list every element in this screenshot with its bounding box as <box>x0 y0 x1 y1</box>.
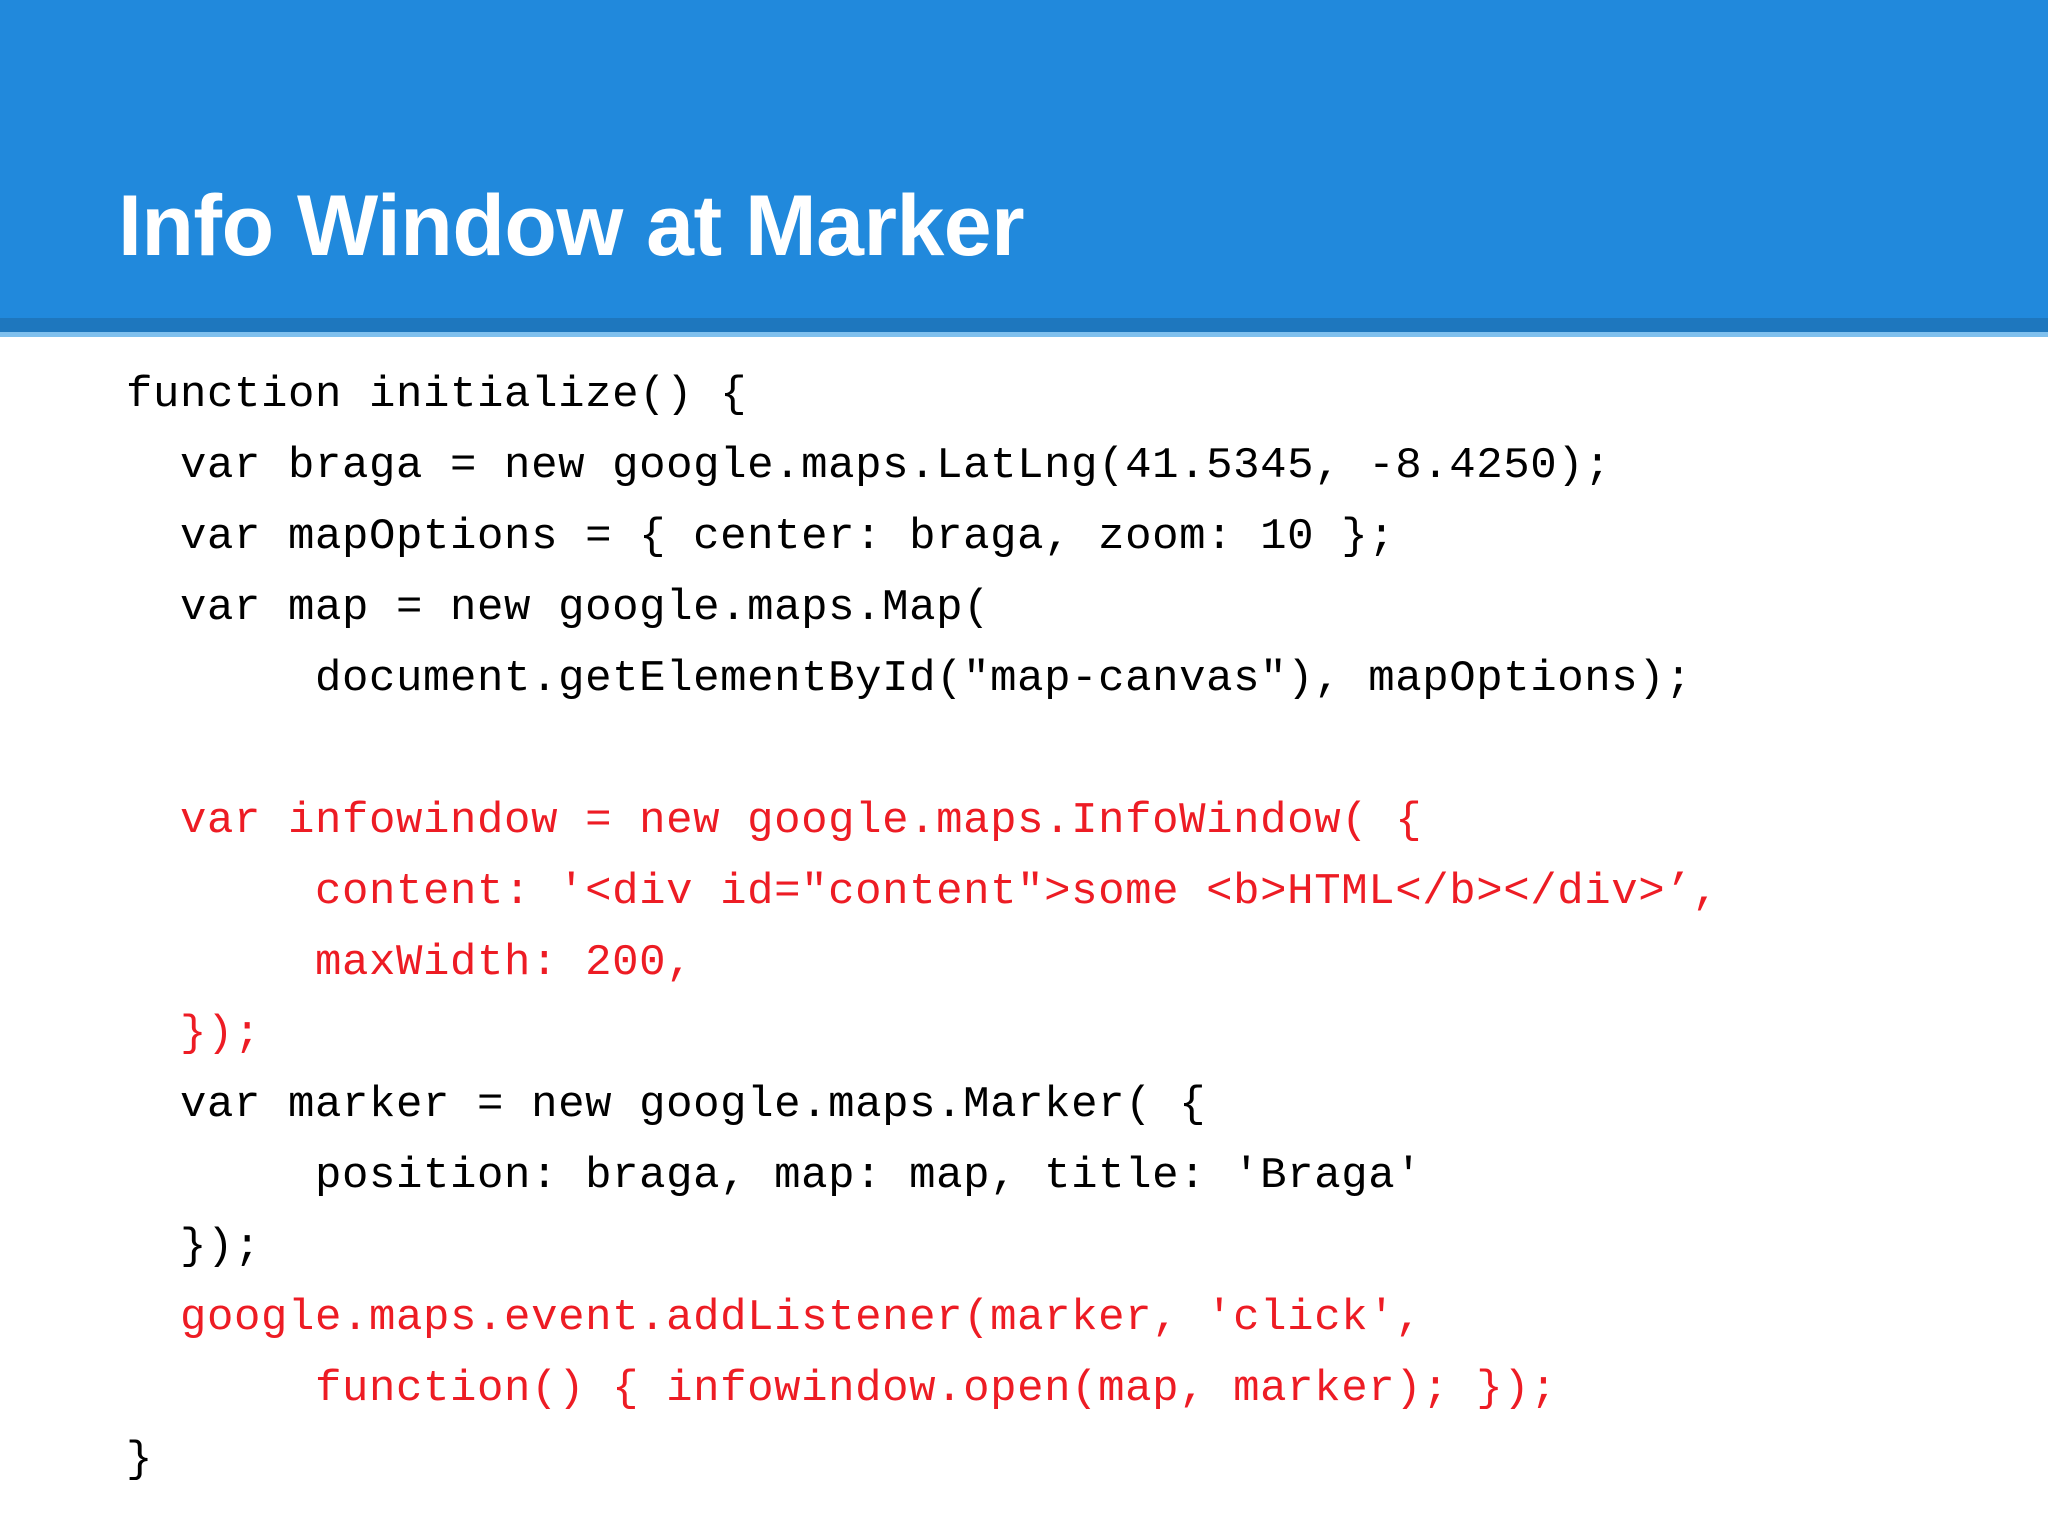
code-line: document.getElementById("map-canvas"), m… <box>126 654 1693 704</box>
code-line: } <box>126 1435 154 1485</box>
code-line: var mapOptions = { center: braga, zoom: … <box>126 512 1396 562</box>
header-rule-light <box>0 332 2048 337</box>
header-rule-dark <box>0 318 2048 332</box>
code-line: }); <box>126 1222 262 1272</box>
code-block: function initialize() { var braga = new … <box>0 360 2048 1496</box>
code-line: google.maps.event.addListener(marker, 'c… <box>126 1293 1423 1343</box>
code-line: content: '<div id="content">some <b>HTML… <box>126 867 1720 917</box>
code-line: function initialize() { <box>126 370 748 420</box>
code-line: var braga = new google.maps.LatLng(41.53… <box>126 441 1612 491</box>
slide-header-band <box>0 0 2048 318</box>
code-line: maxWidth: 200, <box>126 938 694 988</box>
page-title: Info Window at Marker <box>118 178 1025 274</box>
code-line: var marker = new google.maps.Marker( { <box>126 1080 1207 1130</box>
code-line: function() { infowindow.open(map, marker… <box>126 1364 1558 1414</box>
code-line: }); <box>126 1009 262 1059</box>
code-line: var map = new google.maps.Map( <box>126 583 991 633</box>
code-line: position: braga, map: map, title: 'Braga… <box>126 1151 1423 1201</box>
code-line <box>0 715 2048 786</box>
code-line: var infowindow = new google.maps.InfoWin… <box>126 796 1423 846</box>
